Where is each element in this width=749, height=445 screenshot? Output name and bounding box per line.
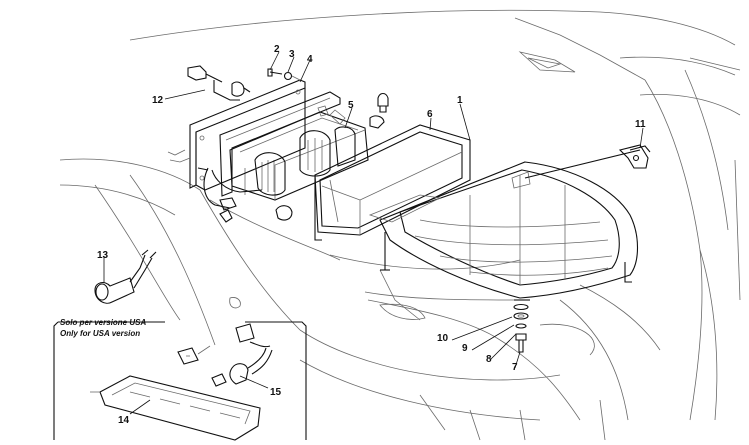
usa-version-inset xyxy=(53,321,307,441)
callout-1: 1 xyxy=(457,95,463,106)
callout-13: 13 xyxy=(97,250,109,261)
callout-10: 10 xyxy=(437,333,449,344)
callout-7: 7 xyxy=(512,362,518,373)
callout-5: 5 xyxy=(348,100,354,111)
callout-14: 14 xyxy=(118,415,130,426)
side-marker-lamp xyxy=(618,144,651,169)
callout-2: 2 xyxy=(274,44,280,55)
wiring-harness xyxy=(167,65,263,223)
callout-4: 4 xyxy=(307,54,313,65)
taillight-lens xyxy=(379,149,641,299)
screw-and-washer xyxy=(267,68,301,81)
callout-15: 15 xyxy=(270,387,282,398)
bulb-holder xyxy=(229,105,369,201)
car-body-outline xyxy=(59,9,741,441)
callout-6: 6 xyxy=(427,109,433,120)
nut-stack xyxy=(513,299,530,353)
callout-labels: 1 2 3 4 5 6 7 8 9 10 11 12 13 14 15 xyxy=(97,44,646,426)
lamp-housing xyxy=(314,124,471,241)
inset-note-italian: Solo per versione USA xyxy=(60,318,146,327)
inset-note-english: Only for USA version xyxy=(60,329,140,338)
fog-light-socket xyxy=(94,249,157,304)
bulbs xyxy=(275,92,389,221)
back-cover-plate xyxy=(189,79,306,191)
callout-11: 11 xyxy=(635,119,646,130)
callout-8: 8 xyxy=(486,354,492,365)
gasket-plate xyxy=(219,91,341,197)
callout-12: 12 xyxy=(152,95,164,106)
callout-9: 9 xyxy=(462,343,468,354)
leader-lines xyxy=(103,51,644,415)
callout-3: 3 xyxy=(289,49,295,60)
